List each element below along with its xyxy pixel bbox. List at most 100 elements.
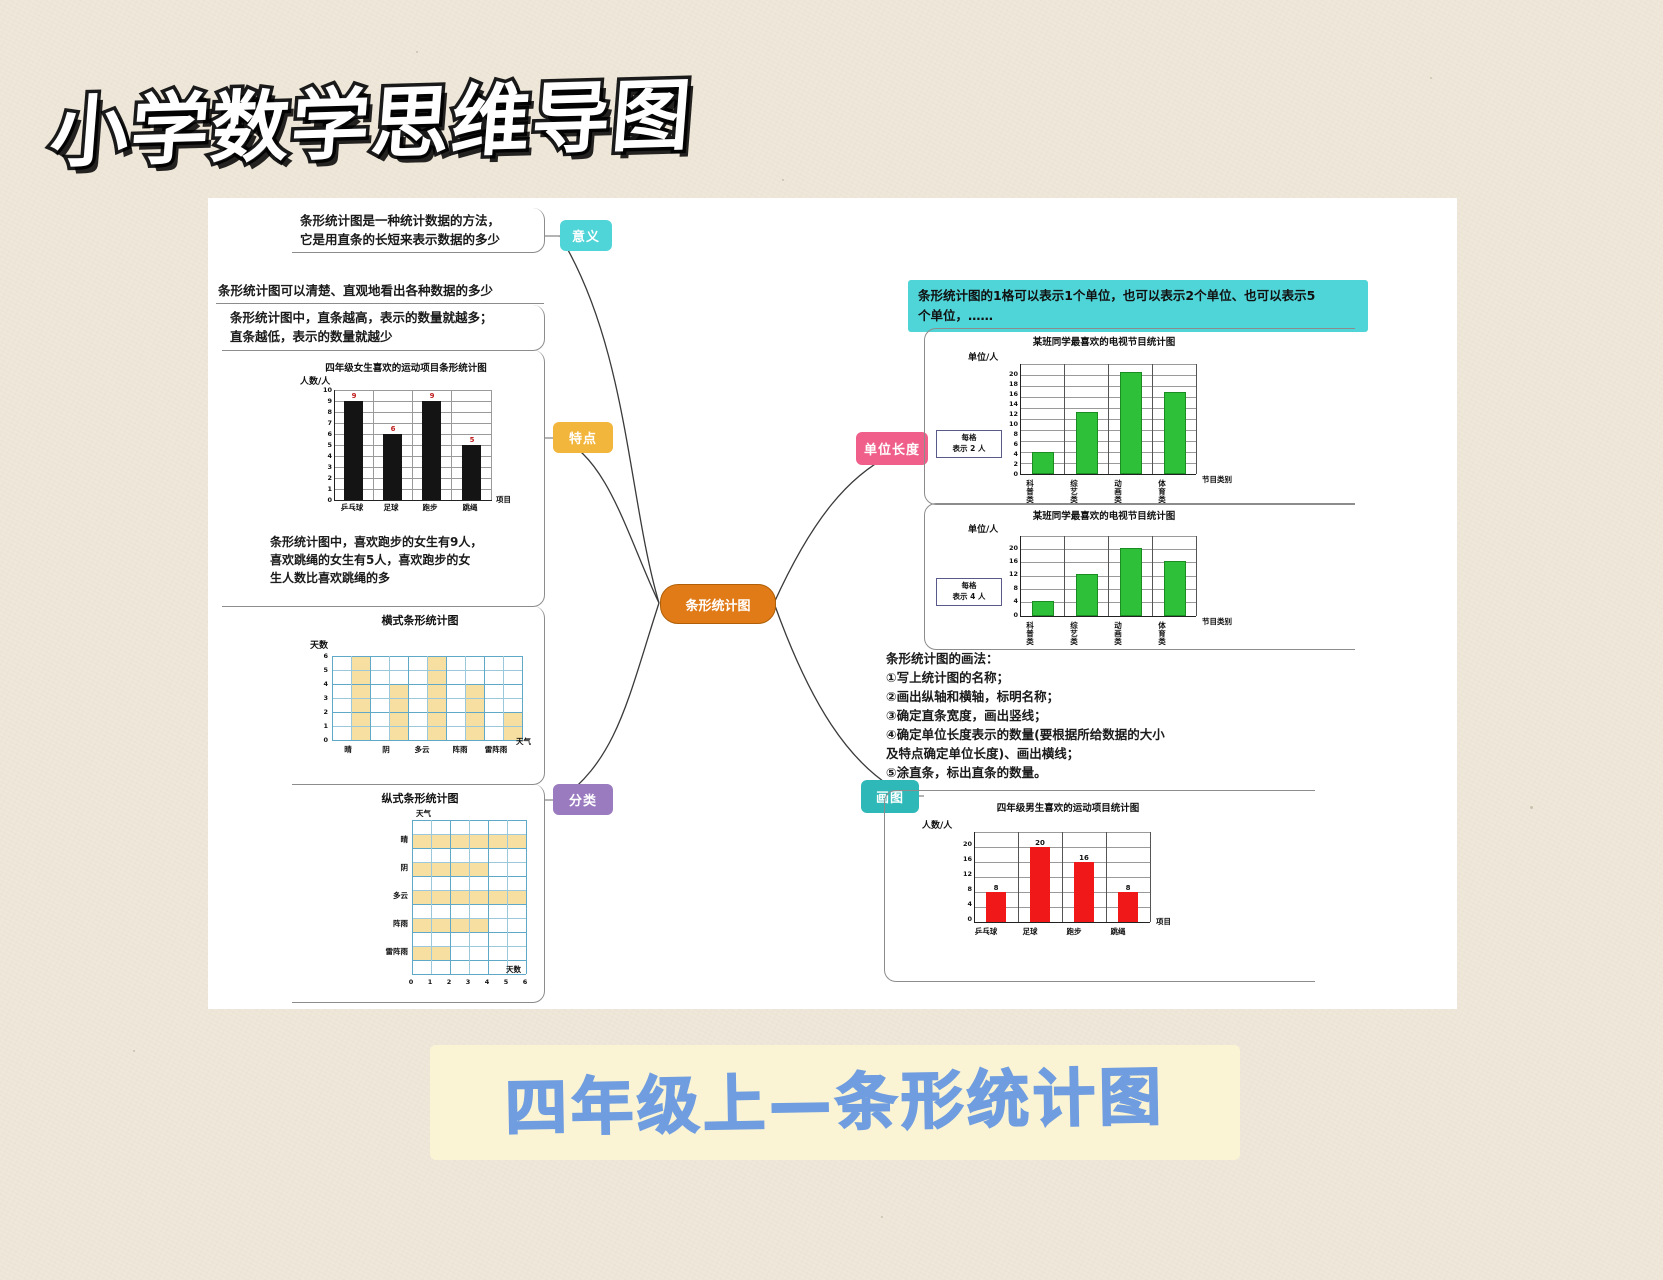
legend-line2: 表示 4 人 [952,591,986,601]
ytick-5: 10 [1008,420,1018,428]
ytick-4: 6 [327,430,332,438]
ytick-7: 3 [327,463,332,471]
ytick-0: 20 [962,840,972,848]
chart-ylabel: 单位/人 [968,525,999,535]
cat-1: 阴 [382,745,390,754]
tedian-underline-1 [216,303,544,304]
ytick-9: 1 [327,485,332,493]
cat-4: 雷阵雨 [385,947,409,956]
ytick-4: 12 [1008,410,1018,418]
cat-2: 跑步 [422,503,438,512]
xtick-5: 5 [503,978,509,986]
danwei-chart1-bracket [924,328,1355,505]
chart-xlabel: 天气 [516,737,531,746]
legend-line1: 每格 [961,433,977,442]
ytick-5: 5 [327,441,332,449]
chart-title: 某班同学最喜欢的电视节目统计图 [1032,511,1176,522]
chart-xlabel: 项目 [1156,917,1171,926]
huatu-step-4b: 及特点确定单位长度)、画出横线； [886,746,1080,761]
tv4-bar-3 [1164,561,1186,616]
branch-node-tedian[interactable]: 特点 [553,422,613,453]
chart-ylabel: 人数/人 [300,377,331,387]
red-bar-2 [1074,862,1094,922]
ytick-1: 9 [327,397,332,405]
cat-4: 雷阵雨 [484,745,508,754]
danwei-note-line1: 条形统计图的1格可以表示1个单位，也可以表示2个单位、也可以表示5 [918,288,1316,303]
ytick-2: 12 [962,870,972,878]
ytick-3: 3 [323,694,328,702]
page-caption: 四年级上—条形统计图 [503,1059,1166,1146]
huatu-step-5: ⑤涂直条，标出直条的数量。 [886,765,1047,780]
cat-3: 体育类 [1158,479,1166,504]
chart-tv-unit2: 某班同学最喜欢的电视节目统计图 单位/人 20 1 [936,334,1274,503]
cat-1: 足球 [383,503,399,512]
chart-legend: 每格 表示 4 人 [936,578,1002,606]
tedian-note-bracket [222,305,545,351]
ytick-3: 8 [967,885,972,893]
fenlei-chart2-bracket [292,784,545,1003]
yiyi-note-bracket [292,208,545,253]
chart-weather-horizontal: 横式条形统计图 天数 [300,612,540,780]
chart-xlabel: 节目类别 [1202,475,1232,484]
ytick-2: 4 [323,680,328,688]
cat-0: 晴 [344,745,352,754]
danwei-chart2-bracket [924,503,1355,650]
chart-tv-unit4: 某班同学最喜欢的电视节目统计图 单位/人 20 16 12 8 4 0 科普 [936,508,1274,648]
red-value-1: 20 [1035,839,1045,847]
branch-label-danwei: 单位长度 [863,443,920,458]
chart-xlabel: 项目 [496,495,511,504]
yiyi-note-line1: 条形统计图是一种统计数据的方法， [300,213,501,228]
huatu-title: 条形统计图的画法： [886,651,999,666]
ytick-4: 2 [323,708,328,716]
ytick-2: 8 [327,408,332,416]
ytick-0: 10 [322,386,332,394]
tedian-summary-line2: 喜欢跳绳的女生有5人，喜欢跑步的女 [270,553,471,567]
tv2-bar-1 [1076,412,1098,474]
ytick-1: 16 [1008,557,1018,565]
ytick-3: 14 [1008,400,1018,408]
cat-1: 综艺类 [1070,621,1078,646]
huatu-step-3: ③确定直条宽度，画出竖线； [886,708,1047,723]
cat-2: 多云 [393,891,408,900]
tedian-chart-bracket [222,350,545,607]
chart-weather-vertical: 纵式条形统计图 天气 [300,788,540,1000]
ytick-3: 7 [327,419,332,427]
chart-title: 某班同学最喜欢的电视节目统计图 [1032,337,1176,348]
red-bar-0 [986,892,1006,922]
branch-node-danwei[interactable]: 单位长度 [856,432,928,465]
red-value-3: 8 [1125,884,1131,892]
ytick-1: 5 [323,666,328,674]
ytick-8: 4 [1013,450,1018,458]
ytick-5: 1 [323,722,328,730]
branch-node-yiyi[interactable]: 意义 [560,220,612,251]
cat-0: 科普类 [1026,479,1034,504]
chart-boys-sports-red: 四年级男生喜欢的运动项目统计图 人数/人 8 20 16 8 20 [908,796,1238,978]
ytick-3: 8 [1013,584,1018,592]
cat-2: 动画类 [1114,621,1122,646]
ytick-6: 4 [327,452,332,460]
xtick-3: 3 [465,978,471,986]
danwei-note-line2: 个单位，…… [918,308,994,323]
ytick-10: 0 [1013,470,1018,478]
ytick-9: 2 [1013,460,1018,468]
branch-label-yiyi: 意义 [571,230,600,245]
ytick-0: 20 [1008,370,1018,378]
ytick-5: 0 [967,915,972,923]
branch-node-fenlei[interactable]: 分类 [553,784,613,815]
ytick-10: 0 [327,496,332,504]
cat-0: 乒乓球 [974,927,998,936]
ytick-4: 4 [1013,597,1018,605]
center-node[interactable]: 条形统计图 [660,584,776,624]
bar-value-0: 9 [351,392,357,400]
chart-title: 纵式条形统计图 [381,792,459,805]
mindmap-canvas: 条形统计图 意义 特点 分类 单位长度 画图 条形统计图是一种统计数据的方法， … [208,198,1457,1009]
tedian-summary-line3: 生人数比喜欢跳绳的多 [270,571,391,585]
yiyi-note-line2: 它是用直条的长短来表示数据的多少 [300,232,501,247]
cat-1: 综艺类 [1070,479,1078,504]
cat-2: 多云 [414,745,430,754]
tv2-bar-0 [1032,452,1054,474]
cat-3: 跳绳 [1110,927,1126,936]
huatu-chart-bracket [884,790,1315,982]
bar-1 [383,434,402,500]
ytick-0: 6 [323,652,328,660]
